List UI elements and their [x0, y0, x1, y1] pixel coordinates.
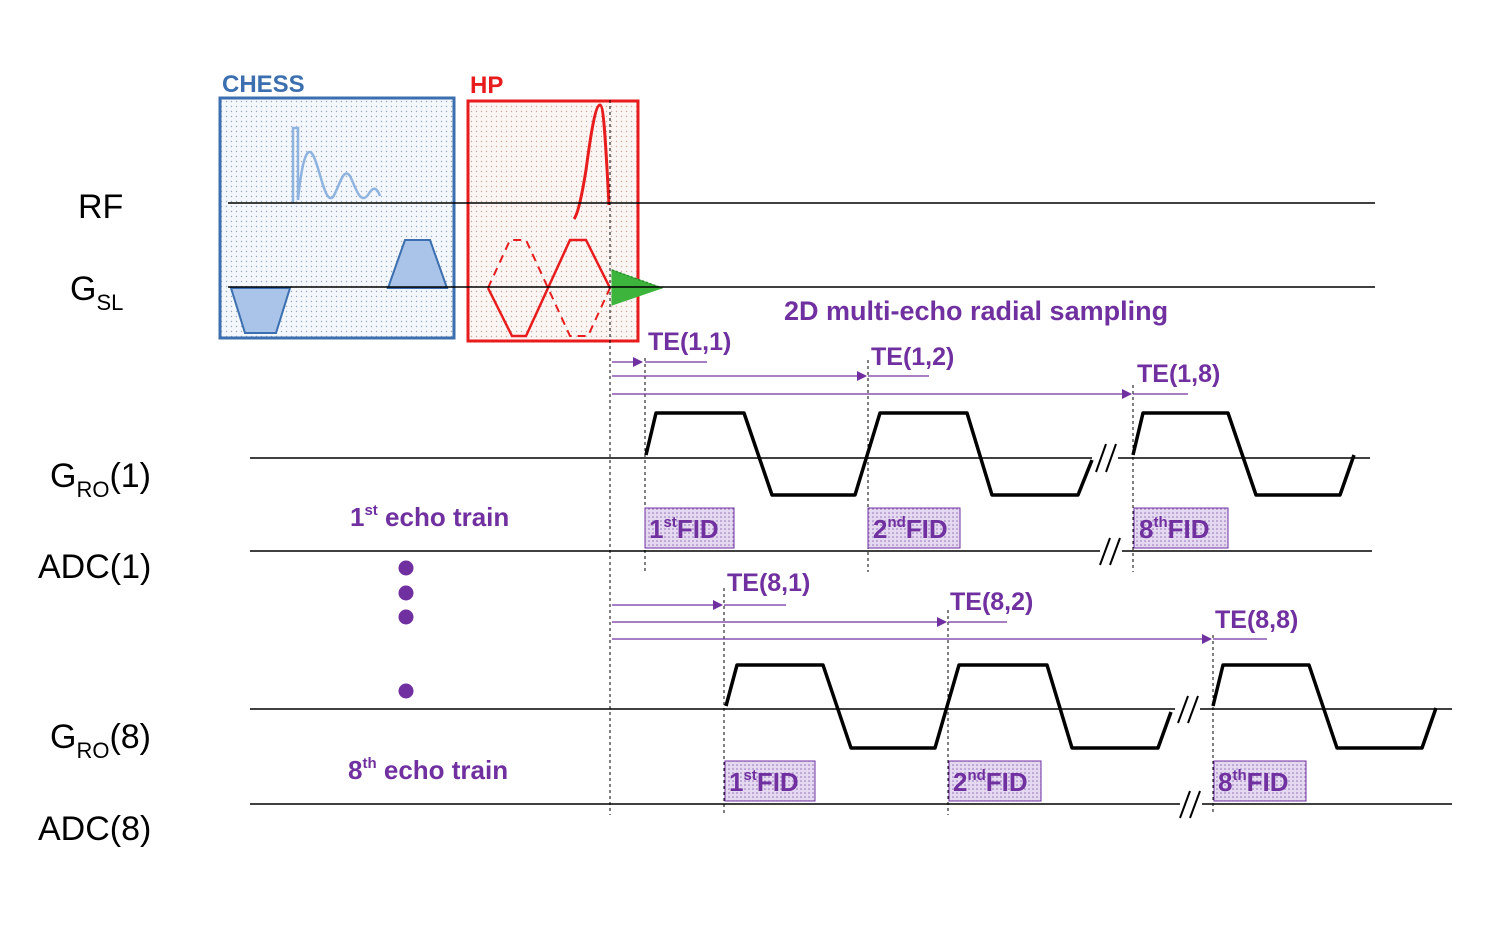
fid-box-train1-2: 2ndFID	[867, 507, 961, 549]
gro8-readout-gradient	[724, 663, 1438, 750]
hp-rf-pulse	[572, 103, 611, 220]
svg-text:1stFID: 1stFID	[649, 514, 719, 544]
te-arrows-train-1	[612, 357, 1188, 399]
svg-text:2ndFID: 2ndFID	[873, 514, 948, 544]
te-label-1-2: TE(1,2)	[871, 343, 954, 371]
adc8-row-label: ADC(8)	[38, 810, 151, 848]
fid-box-train8-2: 2ndFID	[948, 760, 1042, 802]
te-label-1-1: TE(1,1)	[648, 328, 731, 356]
gro1-break-marks	[1095, 443, 1117, 473]
hp-title: HP	[470, 72, 503, 99]
te-label-8-8: TE(8,8)	[1215, 606, 1298, 634]
sampling-title: 2D multi-echo radial sampling	[784, 296, 1168, 326]
adc1-break-marks	[1099, 537, 1121, 566]
chess-title: CHESS	[222, 71, 305, 98]
slice-refocus-dotted-edge	[611, 269, 663, 289]
fid-box-train8-8: 8thFID	[1213, 760, 1307, 802]
gro1-readout-gradient	[644, 411, 1356, 497]
echo-train-1-label: 1st echo train	[350, 502, 509, 532]
adc8-break-marks	[1179, 790, 1201, 819]
fid-box-train8-1: 1stFID	[724, 760, 816, 802]
te-label-1-8: TE(1,8)	[1137, 360, 1220, 388]
gro8-row-label: GRO(8)	[50, 718, 151, 763]
gsl-row-label: GSL	[70, 270, 123, 315]
chess-crusher-negative	[229, 287, 292, 334]
gro8-break-marks	[1177, 695, 1199, 724]
svg-text:2ndFID: 2ndFID	[953, 767, 1028, 797]
gro1-row-label: GRO(1)	[50, 457, 151, 502]
te-label-8-1: TE(8,1)	[727, 569, 810, 597]
chess-crusher-positive	[386, 239, 449, 289]
fid-box-train1-8: 8thFID	[1133, 507, 1229, 549]
ellipsis-dots	[398, 560, 414, 699]
adc1-row-label: ADC(1)	[38, 548, 151, 586]
te-arrows-train-8	[612, 600, 1267, 644]
echo-train-8-label: 8th echo train	[348, 755, 508, 785]
fid-box-train1-1: 1stFID	[644, 507, 735, 549]
svg-text:1stFID: 1stFID	[729, 767, 799, 797]
hp-gradient-solid	[486, 238, 612, 338]
te-label-8-2: TE(8,2)	[950, 588, 1033, 616]
chess-rf-pulse	[291, 126, 382, 203]
svg-text:8thFID: 8thFID	[1218, 767, 1289, 797]
chess-module: CHESS	[218, 71, 456, 340]
svg-text:8thFID: 8thFID	[1139, 514, 1210, 544]
rf-row-label: RF	[78, 188, 123, 226]
